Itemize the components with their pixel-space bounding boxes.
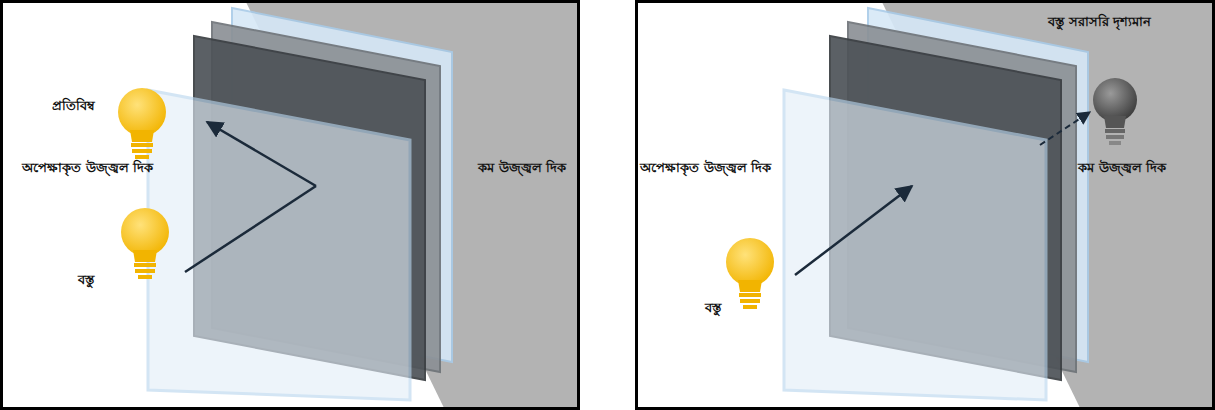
text-label: অপেক্ষাকৃত উজ্জ্বল দিক bbox=[22, 158, 153, 179]
text-label: বস্তু bbox=[78, 270, 94, 291]
text-label: অপেক্ষাকৃত উজ্জ্বল দিক bbox=[640, 158, 771, 179]
text-label: বস্তু সরাসরি দৃশ্যমান bbox=[1048, 12, 1151, 33]
text-label: কম উজ্জ্বল দিক bbox=[1078, 158, 1166, 179]
text-label: কম উজ্জ্বল দিক bbox=[478, 158, 566, 179]
text-label: প্রতিবিম্ব bbox=[52, 96, 95, 117]
text-label: বস্তু bbox=[705, 298, 721, 319]
